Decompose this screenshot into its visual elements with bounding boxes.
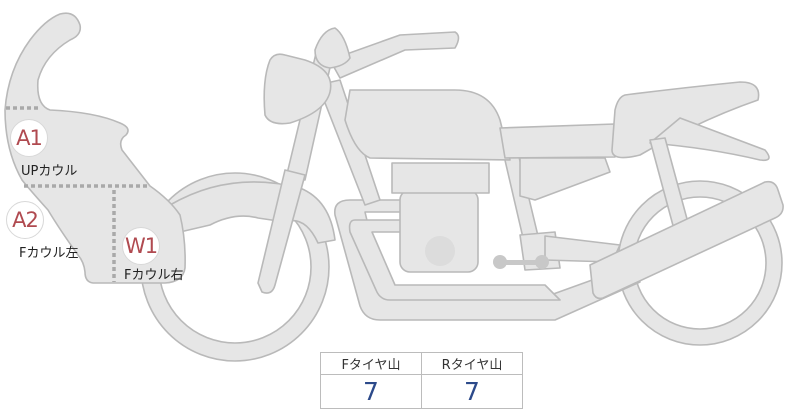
frame-down-tube — [317, 79, 381, 206]
rear-tire-tread-header: Rタイヤ山 — [421, 352, 523, 375]
front-fork — [257, 169, 306, 294]
rear-tire-tread-value: 7 — [421, 374, 523, 409]
muffler — [589, 180, 784, 300]
zone-badge-a1: A1 — [10, 119, 48, 157]
front-tire-tread-value: 7 — [320, 374, 422, 409]
engine-cover — [425, 236, 455, 266]
rear-fender — [649, 117, 770, 162]
footpeg — [493, 255, 549, 269]
handlebar — [329, 31, 460, 79]
zone-badge-w1: W1 — [122, 227, 160, 265]
front-tire-tread-header: Fタイヤ山 — [320, 352, 422, 375]
exhaust-pipe-inner — [348, 219, 561, 301]
zone-badge-a2: A2 — [6, 201, 44, 239]
headlight — [263, 53, 332, 125]
engine-head — [391, 162, 490, 194]
zone-label-front-cowl-right: Fカウル右 — [124, 268, 184, 283]
seat-front — [499, 123, 616, 159]
fuel-tank — [344, 89, 511, 161]
tire-tread-table: Fタイヤ山 Rタイヤ山 7 7 — [320, 352, 523, 409]
side-cover — [519, 157, 611, 201]
tread-table-header-row: Fタイヤ山 Rタイヤ山 — [320, 352, 523, 375]
zone-label-up-cowl: UPカウル — [21, 164, 78, 179]
tread-table-value-row: 7 7 — [320, 374, 523, 409]
zone-label-front-cowl-left: Fカウル左 — [19, 246, 79, 261]
speedometer — [314, 27, 351, 69]
front-cowl — [4, 12, 186, 284]
